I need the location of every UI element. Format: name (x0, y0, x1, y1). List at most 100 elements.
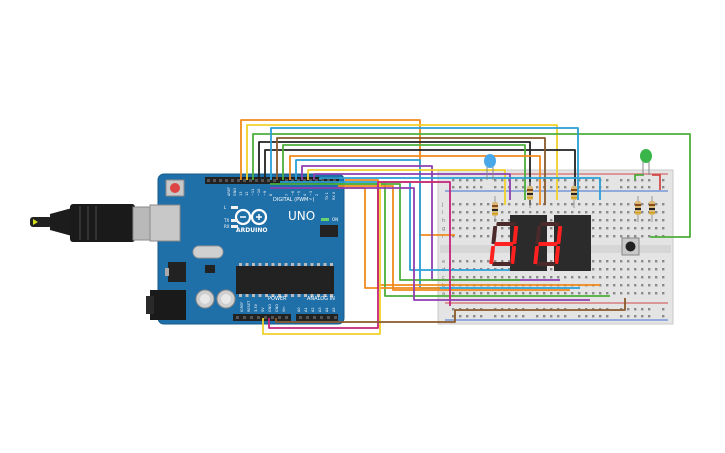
digital-header (205, 177, 339, 184)
pin-label: ~5 (297, 191, 301, 196)
resistor[interactable] (492, 196, 498, 222)
breadboard-hole (627, 284, 630, 287)
seven-segment-display-right[interactable] (533, 215, 591, 271)
wire-yellow[interactable] (246, 124, 558, 200)
breadboard-hole (662, 179, 665, 182)
header-socket[interactable] (309, 179, 312, 182)
wire-purple[interactable] (270, 187, 590, 301)
header-socket[interactable] (273, 179, 276, 182)
breadboard-hole (648, 284, 651, 287)
header-socket[interactable] (207, 179, 210, 182)
wire-brown[interactable] (275, 298, 626, 323)
breadboard-hole (648, 235, 651, 238)
wire-purple[interactable] (313, 173, 511, 200)
header-socket[interactable] (249, 179, 252, 182)
header-socket[interactable] (297, 179, 300, 182)
header-socket[interactable] (291, 179, 294, 182)
header-socket[interactable] (313, 316, 316, 319)
resistor[interactable] (649, 196, 655, 222)
push-button[interactable] (621, 237, 640, 256)
wire-brown[interactable] (276, 137, 546, 205)
breadboard-hole (480, 227, 483, 230)
header-socket[interactable] (250, 316, 253, 319)
breadboard-hole (473, 276, 476, 279)
resistor-band (635, 212, 641, 214)
breadboard-hole (627, 292, 630, 295)
wire-orange[interactable] (338, 185, 570, 291)
wire-black[interactable] (258, 141, 531, 205)
header-socket[interactable] (303, 179, 306, 182)
header-socket[interactable] (334, 316, 337, 319)
blue-led[interactable] (484, 154, 496, 180)
header-socket[interactable] (285, 316, 288, 319)
header-socket[interactable] (299, 316, 302, 319)
header-socket[interactable] (333, 179, 336, 182)
header-socket[interactable] (236, 316, 239, 319)
bottom-header-sockets[interactable] (236, 316, 337, 319)
header-socket[interactable] (271, 316, 274, 319)
breadboard-hole (606, 186, 609, 189)
breadboard-hole (501, 179, 504, 182)
row-letter: g (442, 226, 445, 232)
header-socket[interactable] (285, 179, 288, 182)
wire-orange[interactable] (289, 155, 541, 205)
breadboard-hole (592, 211, 595, 214)
wire-green[interactable] (634, 174, 644, 180)
wire-green[interactable] (335, 183, 610, 297)
wire-blue[interactable] (319, 177, 601, 200)
wire-pink[interactable] (268, 181, 451, 329)
button-cap[interactable] (625, 241, 636, 252)
header-socket[interactable] (327, 316, 330, 319)
breadboard-hole (529, 292, 532, 295)
arduino-uno-board[interactable]: ARDUINO UNO DIGITAL (PWM~) POWER ANALOG … (30, 173, 345, 325)
header-socket[interactable] (320, 316, 323, 319)
header-socket[interactable] (321, 179, 324, 182)
breadboard-hole (494, 315, 497, 318)
digital-header-sockets[interactable] (207, 179, 336, 182)
header-socket[interactable] (243, 179, 246, 182)
green-led[interactable] (640, 149, 652, 175)
breadboard-hole (564, 292, 567, 295)
pin-label: Vin (282, 306, 286, 312)
breadboard-hole (627, 186, 630, 189)
wires[interactable] (240, 119, 691, 335)
header-socket[interactable] (267, 179, 270, 182)
wire-green[interactable] (252, 133, 691, 238)
wire-blue[interactable] (280, 181, 520, 271)
header-socket[interactable] (243, 316, 246, 319)
header-socket[interactable] (315, 179, 318, 182)
wire-green[interactable] (282, 144, 526, 200)
header-socket[interactable] (231, 179, 234, 182)
header-socket[interactable] (327, 179, 330, 182)
chip-pin (310, 294, 314, 297)
wire-black[interactable] (264, 149, 576, 195)
header-socket[interactable] (261, 179, 264, 182)
header-socket[interactable] (237, 179, 240, 182)
breadboard-hole (452, 235, 455, 238)
header-socket[interactable] (306, 316, 309, 319)
header-socket[interactable] (257, 316, 260, 319)
breadboard-hole (466, 292, 469, 295)
header-socket[interactable] (219, 179, 222, 182)
header-socket[interactable] (255, 179, 258, 182)
segment-d (536, 262, 556, 266)
header-socket[interactable] (264, 316, 267, 319)
breadboard-hole (627, 211, 630, 214)
led-dome (484, 154, 496, 168)
header-socket[interactable] (213, 179, 216, 182)
breadboard-hole (620, 179, 623, 182)
resistor[interactable] (635, 196, 641, 222)
resistor[interactable] (527, 182, 533, 208)
wire-blue[interactable] (270, 127, 579, 200)
wire-yellow[interactable] (307, 169, 506, 205)
segment-b (512, 226, 519, 244)
header-socket[interactable] (278, 316, 281, 319)
resistor[interactable] (571, 182, 577, 208)
header-socket[interactable] (225, 179, 228, 182)
reset-button[interactable] (170, 183, 180, 193)
wire-blue[interactable] (295, 159, 580, 289)
wire-red[interactable] (652, 174, 661, 190)
breadboard-hole (452, 308, 455, 311)
breadboard-hole (634, 308, 637, 311)
breadboard-hole (557, 179, 560, 182)
